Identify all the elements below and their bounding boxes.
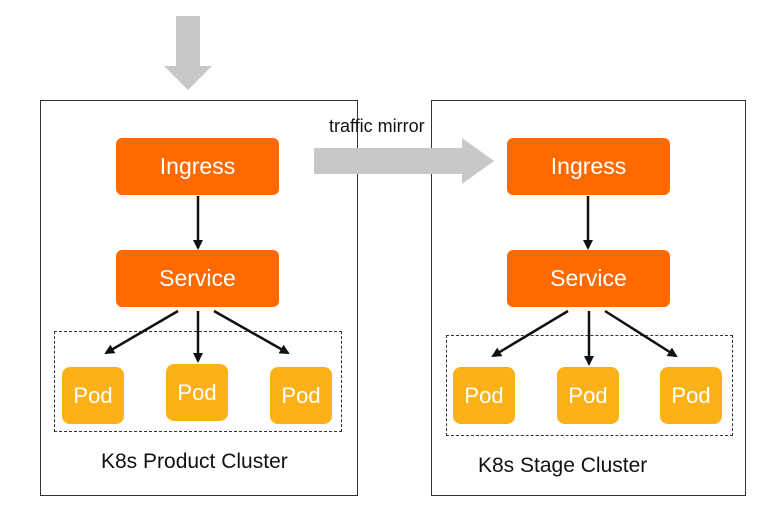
stage-service-to-pod1-arrow [491, 309, 569, 358]
stage-pod-1: Pod [453, 367, 515, 424]
incoming-traffic-arrow [164, 16, 212, 90]
product-pod-1: Pod [62, 367, 124, 424]
product-pod-3: Pod [270, 367, 332, 424]
product-pod-2: Pod [166, 364, 228, 421]
product-ingress-box: Ingress [116, 138, 279, 195]
stage-service-to-pod3-arrow [604, 309, 678, 358]
stage-pod-2: Pod [557, 367, 619, 424]
stage-cluster-caption: K8s Stage Cluster [478, 454, 648, 477]
traffic-mirror-arrow [314, 138, 494, 184]
stage-service-box: Service [507, 250, 670, 307]
product-cluster-caption: K8s Product Cluster [101, 450, 288, 473]
stage-ingress-box: Ingress [507, 138, 670, 195]
product-service-to-pod3-arrow [213, 309, 290, 355]
product-service-to-pod1-arrow [104, 309, 179, 355]
product-service-box: Service [116, 250, 279, 307]
stage-pod-3: Pod [660, 367, 722, 424]
traffic-mirror-label: traffic mirror [329, 116, 425, 136]
